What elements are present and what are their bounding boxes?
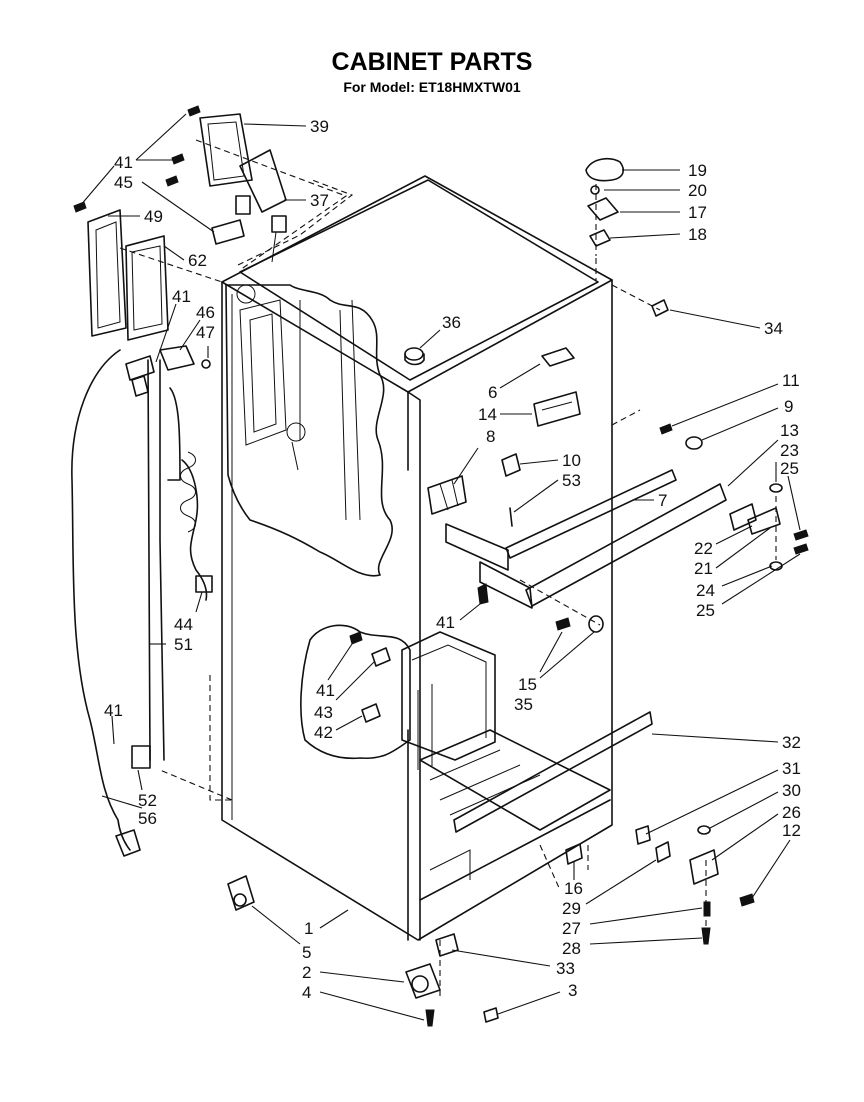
callout-8: 8	[486, 427, 495, 446]
callout-49: 49	[144, 207, 163, 226]
callout-28: 28	[562, 939, 581, 958]
top-hinge-illustration	[585, 157, 669, 317]
callout-41-mid-left: 41	[172, 287, 191, 306]
callout-35: 35	[514, 695, 533, 714]
callout-47: 47	[196, 323, 215, 342]
callout-26: 26	[782, 803, 801, 822]
callout-9: 9	[784, 397, 793, 416]
callout-53: 53	[562, 471, 581, 490]
callout-21: 21	[694, 559, 713, 578]
callout-23: 23	[780, 441, 799, 460]
callout-41-lower-left: 41	[104, 701, 123, 720]
callout-4: 4	[302, 983, 311, 1002]
callout-36: 36	[442, 313, 461, 332]
mid-right-parts-illustration	[349, 347, 809, 833]
callout-labels: 39 41 45 37 49 62 41 46 47 44 51 41 52 5…	[104, 117, 801, 1002]
callout-25-bottom: 25	[696, 601, 715, 620]
callout-34: 34	[764, 319, 783, 338]
callout-39: 39	[310, 117, 329, 136]
callout-41-clip: 41	[316, 681, 335, 700]
callout-51: 51	[174, 635, 193, 654]
callout-41-mid: 41	[436, 613, 455, 632]
diagram-title: CABINET PARTS	[332, 48, 533, 76]
callout-11: 11	[782, 371, 800, 390]
callout-32: 32	[782, 733, 801, 752]
callout-62: 62	[188, 251, 207, 270]
callout-45: 45	[114, 173, 133, 192]
callout-31: 31	[782, 759, 801, 778]
callout-5: 5	[302, 943, 311, 962]
callout-13: 13	[780, 421, 799, 440]
callout-46: 46	[196, 303, 215, 322]
callout-2: 2	[302, 963, 311, 982]
bottom-hardware-illustration	[227, 825, 755, 1027]
callout-15: 15	[518, 675, 537, 694]
callout-1: 1	[304, 919, 313, 938]
callout-52: 52	[138, 791, 157, 810]
callout-14: 14	[478, 405, 497, 424]
callout-25-top: 25	[780, 459, 799, 478]
callout-7: 7	[658, 491, 667, 510]
callout-29: 29	[562, 899, 581, 918]
diagram-subtitle: For Model: ET18HMXTW01	[343, 79, 521, 95]
callout-10: 10	[562, 451, 581, 470]
callout-18: 18	[688, 225, 707, 244]
callout-27: 27	[562, 919, 581, 938]
callout-33: 33	[556, 959, 575, 978]
callout-43: 43	[314, 703, 333, 722]
callout-41-top: 41	[114, 153, 133, 172]
callout-37: 37	[310, 191, 329, 210]
electrical-box-illustration	[73, 105, 348, 341]
cabinet-body-illustration	[159, 175, 661, 1000]
callout-22: 22	[694, 539, 713, 558]
callout-17: 17	[688, 203, 707, 222]
callout-12: 12	[782, 821, 801, 840]
callout-16: 16	[564, 879, 583, 898]
leader-lines	[79, 113, 801, 1021]
callout-3: 3	[568, 981, 577, 1000]
callout-30: 30	[782, 781, 801, 800]
callout-6: 6	[488, 383, 497, 402]
callout-56: 56	[138, 809, 157, 828]
callout-44: 44	[174, 615, 193, 634]
callout-42: 42	[314, 723, 333, 742]
callout-19: 19	[688, 161, 707, 180]
power-cord-illustration	[71, 345, 213, 857]
callout-20: 20	[688, 181, 707, 200]
callout-24: 24	[696, 581, 715, 600]
